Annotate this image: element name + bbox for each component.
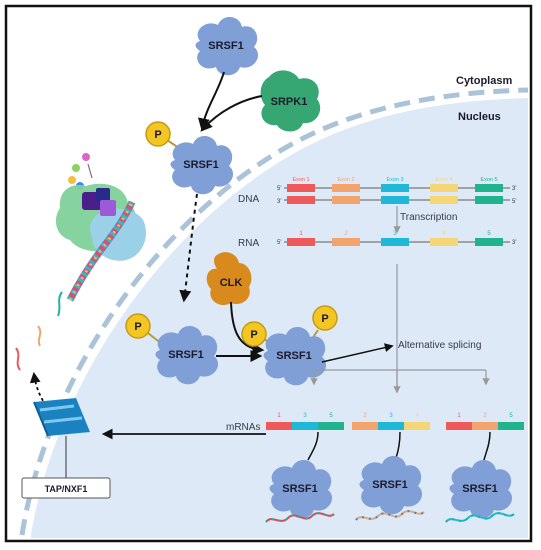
mrna-exon-number: 5 [509, 413, 513, 419]
dna-exon-bottom [430, 196, 458, 204]
dna-exon-top [430, 184, 458, 192]
mrna-fragment [15, 347, 21, 371]
amino-acid [68, 176, 76, 184]
svg-text:SRSF1: SRSF1 [276, 350, 311, 362]
srsf1-bound-mrna-3: SRSF1 [445, 431, 515, 523]
mrna-fragment [37, 325, 42, 347]
svg-text:SRSF1: SRSF1 [208, 40, 243, 52]
mrna-exon-number: 3 [389, 413, 393, 419]
dna-exon-top [475, 184, 503, 192]
phosphate-group [145, 121, 171, 147]
rna-exon-number: 1 [299, 231, 303, 237]
nuclear-pore [33, 398, 90, 437]
svg-text:SRPK1: SRPK1 [271, 96, 308, 108]
svg-text:3': 3' [512, 186, 516, 192]
rna-label: RNA [238, 238, 259, 249]
rna-exon-number: 4 [442, 231, 446, 237]
splicing-arrow [321, 343, 394, 363]
rna-exon [475, 238, 503, 246]
mrna-exon-number: 1 [457, 413, 461, 419]
rna-exon [287, 238, 315, 246]
mrna-isoform-exon [352, 422, 378, 430]
mrna-isoform-exon [292, 422, 318, 430]
mrna-exon-number: 2 [363, 413, 367, 419]
mrna-exon-number: 1 [277, 413, 281, 419]
mrna-isoform-exon [404, 422, 430, 430]
svg-text:SRSF1: SRSF1 [282, 483, 317, 495]
svg-text:P: P [154, 129, 161, 141]
svg-text:3': 3' [277, 199, 281, 205]
amino-acid [72, 164, 80, 172]
clk-action-line [230, 301, 265, 356]
exon-name-label: Exon 4 [435, 177, 452, 183]
dna-exon-top [287, 184, 315, 192]
svg-text:CLK: CLK [220, 277, 243, 289]
srsf1-bound-mrna-1: SRSF1 [265, 431, 335, 523]
svg-text:5': 5' [277, 186, 281, 192]
cytoplasm-label: Cytoplasm [456, 75, 512, 87]
svg-text:5': 5' [277, 240, 281, 246]
srpk1-kinase: SRPK1 [260, 70, 321, 132]
svg-text:SRSF1: SRSF1 [462, 483, 497, 495]
srsf1-hyperphosphorylated: P P SRSF1 [241, 305, 338, 386]
dna-label: DNA [238, 194, 259, 205]
alternative-splicing-label: Alternative splicing [398, 340, 481, 351]
dna-exon-bottom [332, 196, 360, 204]
dna-exon-bottom [287, 196, 315, 204]
rna-exon-number: 3 [393, 231, 397, 237]
mrna-exon-number: 4 [415, 413, 419, 419]
dna-exon-top [332, 184, 360, 192]
mrna-exon-number: 5 [329, 413, 333, 419]
srsf1-phosphorylated-upper: P SRSF1 [145, 121, 234, 195]
dna-exon-top [381, 184, 409, 192]
mrna-isoform-exon [378, 422, 404, 430]
clk-kinase: CLK [206, 252, 252, 306]
mrnas-label: mRNAs [226, 422, 260, 433]
mrna-isoform-exon [446, 422, 472, 430]
rna-exon [430, 238, 458, 246]
svg-text:P: P [134, 321, 141, 333]
mrna-isoform-exon [318, 422, 344, 430]
dna-exon-bottom [475, 196, 503, 204]
amino-acid [82, 153, 90, 161]
exon-name-label: Exon 2 [337, 177, 354, 183]
rna-exon-number: 5 [487, 231, 491, 237]
rna-exon [332, 238, 360, 246]
mrna-exon-number: 3 [303, 413, 307, 419]
srsf1-protein-top: SRSF1 [195, 16, 259, 76]
gene-structure: DNA RNA mRNAs 5' 3' 3' 5' 5' 3' Exon 1 Ex… [226, 177, 524, 433]
srsf1-phosphorylated-lower: P SRSF1 [125, 313, 219, 385]
phosphate-group [312, 305, 338, 331]
rna-exon [381, 238, 409, 246]
exon-name-label: Exon 3 [386, 177, 403, 183]
svg-text:SRSF1: SRSF1 [372, 479, 407, 491]
svg-text:TAP/NXF1: TAP/NXF1 [45, 484, 88, 494]
phosphate-group [125, 313, 151, 339]
exon-name-label: Exon 1 [292, 177, 309, 183]
svg-text:5': 5' [512, 199, 516, 205]
splicing-branch-arrows [310, 264, 490, 394]
srsf1-bound-mrna-2: SRSF1 [355, 431, 425, 521]
phosphate-group [241, 321, 267, 347]
svg-text:SRSF1: SRSF1 [183, 159, 218, 171]
mrna-isoform-exon [266, 422, 292, 430]
mrna-exon-number: 2 [483, 413, 487, 419]
svg-text:SRSF1: SRSF1 [168, 349, 203, 361]
tap-nxf1-label-box: TAP/NXF1 [21, 477, 111, 499]
dna-exon-bottom [381, 196, 409, 204]
nuclear-import-arrow [179, 193, 198, 303]
svg-text:P: P [250, 329, 257, 341]
ribosome-complex [55, 153, 146, 317]
transcription-label: Transcription [400, 212, 457, 223]
mrna-isoform-exon [472, 422, 498, 430]
svg-text:P: P [321, 313, 328, 325]
mrna-isoform-exon [498, 422, 524, 430]
rna-exon-number: 2 [344, 231, 348, 237]
nucleus-label: Nucleus [458, 111, 501, 123]
exon-name-label: Exon 5 [480, 177, 497, 183]
svg-text:3': 3' [512, 240, 516, 246]
phosphorylation-arrow [200, 95, 263, 132]
